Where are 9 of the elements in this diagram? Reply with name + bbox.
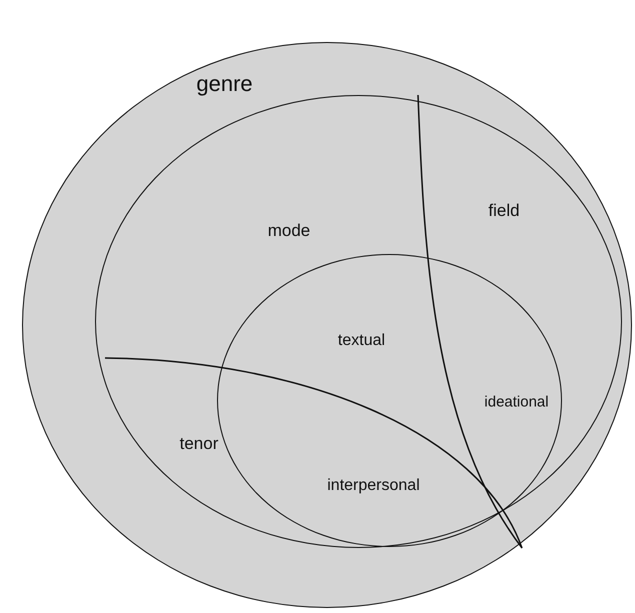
- region-label: field: [488, 201, 520, 221]
- inner-circle: [217, 254, 562, 547]
- region-label: textual: [338, 332, 386, 350]
- region-label: ideational: [484, 393, 549, 410]
- region-label: mode: [268, 221, 310, 241]
- circle-label: genre: [196, 70, 253, 96]
- middle-circle: [94, 94, 622, 548]
- region-label: tenor: [180, 434, 218, 454]
- region-label: interpersonal: [327, 476, 420, 494]
